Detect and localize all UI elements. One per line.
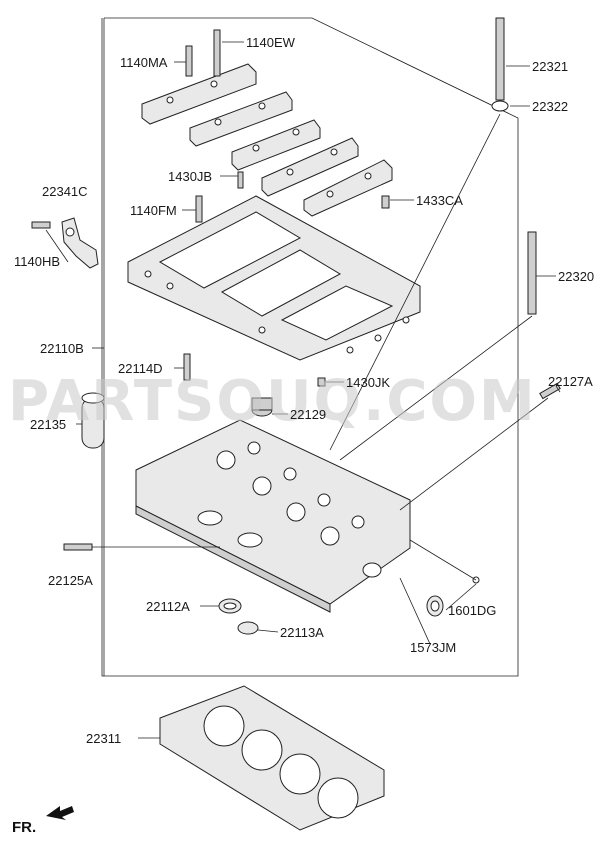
camshaft-bearing-caps bbox=[141, 63, 393, 217]
front-label: FR. bbox=[12, 819, 36, 836]
label-22129: 22129 bbox=[290, 407, 326, 422]
label-1140FM: 1140FM bbox=[130, 203, 177, 218]
label-22110B: 22110B bbox=[40, 341, 84, 356]
label-1601DG: 1601DG bbox=[448, 603, 496, 618]
label-22311: 22311 bbox=[86, 731, 121, 746]
bolts bbox=[31, 17, 561, 400]
camshaft-carrier bbox=[127, 195, 421, 361]
label-22135: 22135 bbox=[30, 417, 66, 432]
seals bbox=[218, 576, 480, 635]
assembly-frame bbox=[101, 17, 519, 677]
label-22322: 22322 bbox=[532, 99, 568, 114]
leader-lines bbox=[45, 41, 561, 739]
front-arrow-icon bbox=[46, 806, 74, 820]
stud-22125A bbox=[63, 543, 93, 551]
label-22341C: 22341C bbox=[42, 184, 88, 199]
label-22113A: 22113A bbox=[280, 625, 324, 640]
label-22114D: 22114D bbox=[118, 361, 163, 376]
bracket-22341C bbox=[61, 217, 99, 269]
cylinder-head bbox=[135, 419, 411, 613]
label-1573JM: 1573JM bbox=[410, 640, 456, 655]
label-22112A: 22112A bbox=[146, 599, 190, 614]
label-22125A: 22125A bbox=[48, 573, 93, 588]
label-1430JK: 1430JK bbox=[346, 375, 390, 390]
label-1433CA: 1433CA bbox=[416, 193, 463, 208]
cap-22129 bbox=[251, 397, 273, 417]
label-22127A: 22127A bbox=[548, 374, 593, 389]
label-1430JB: 1430JB bbox=[168, 169, 212, 184]
dowel-22135 bbox=[81, 392, 105, 449]
head-gasket-22311 bbox=[159, 685, 385, 831]
label-22321: 22321 bbox=[532, 59, 568, 74]
label-22320: 22320 bbox=[558, 269, 594, 284]
front-direction-indicator: FR. bbox=[12, 806, 74, 836]
label-1140MA: 1140MA bbox=[120, 55, 168, 70]
label-1140EW: 1140EW bbox=[246, 35, 296, 50]
label-1140HB: 1140HB bbox=[14, 254, 60, 269]
watermark-text: PARTSOUQ.COM bbox=[8, 369, 537, 434]
part-labels: 1140EW 1140MA 22321 22322 1430JB 22341C … bbox=[14, 35, 594, 746]
